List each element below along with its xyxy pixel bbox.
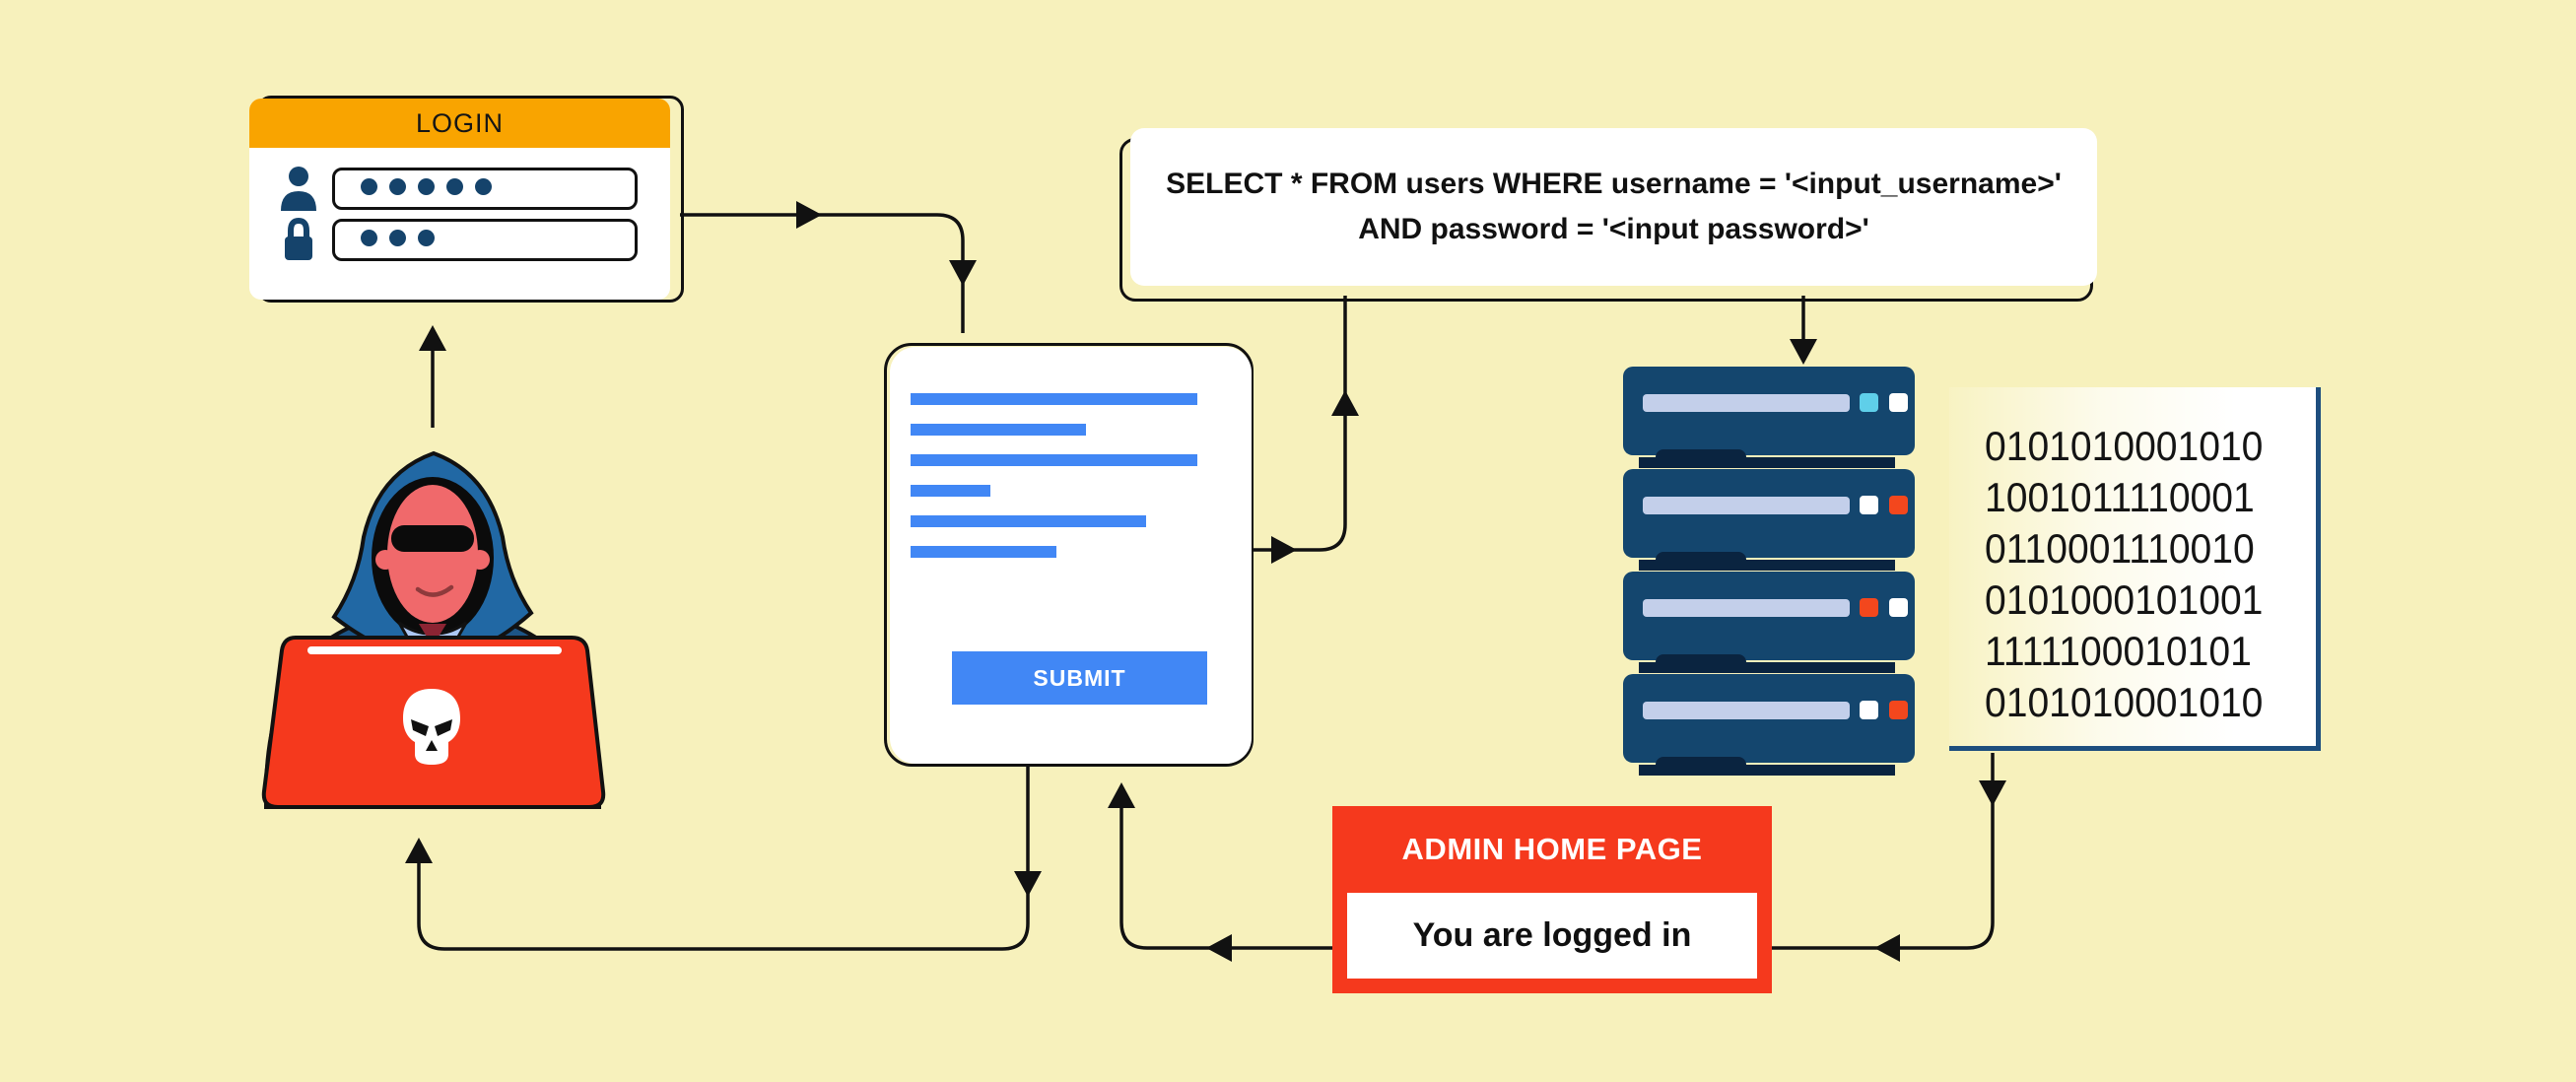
sql-query-line2: AND password = '<input password>'	[1358, 213, 1869, 245]
submit-form-card: SUBMIT	[890, 347, 1252, 764]
admin-page-title: ADMIN HOME PAGE	[1401, 832, 1703, 866]
hacker-illustration	[261, 450, 606, 809]
form-text-line	[911, 515, 1146, 527]
server-unit-body	[1623, 572, 1915, 660]
server-unit-shadow	[1639, 662, 1895, 673]
server-drive-slot	[1643, 702, 1850, 719]
server-unit	[1621, 674, 1917, 777]
server-unit	[1621, 469, 1917, 572]
server-status-light-white	[1889, 393, 1908, 412]
server-status-light-white	[1860, 701, 1878, 719]
binary-row: 0101000101001	[1985, 576, 2264, 623]
input-dot	[475, 177, 492, 195]
login-card: LOGIN	[249, 99, 670, 300]
laptop-highlight	[307, 646, 562, 654]
sunglasses	[391, 525, 474, 552]
server-unit	[1621, 367, 1917, 469]
arrowheads	[405, 201, 2006, 962]
hacker-smirk	[415, 584, 454, 597]
password-dots	[361, 229, 446, 251]
input-dot	[361, 229, 377, 246]
form-text-line	[911, 424, 1086, 436]
input-dot	[389, 177, 406, 195]
input-dot	[389, 229, 406, 246]
server-unit-body	[1623, 367, 1915, 455]
server-status-light-red	[1889, 496, 1908, 514]
input-dot	[361, 177, 377, 195]
server-unit-shadow	[1639, 457, 1895, 468]
binary-row: 0101010001010	[1985, 679, 2264, 725]
binary-row: 1111100010101	[1985, 628, 2252, 674]
sql-query-box: SELECT * FROM users WHERE username = '<i…	[1130, 128, 2097, 286]
arrow-form-to-hacker	[417, 766, 1030, 951]
server-status-light-red	[1860, 598, 1878, 617]
submit-button[interactable]: SUBMIT	[952, 651, 1207, 705]
input-dot	[418, 177, 435, 195]
server-unit	[1621, 572, 1917, 674]
server-unit-body	[1623, 674, 1915, 763]
server-unit-body	[1623, 469, 1915, 558]
password-input[interactable]	[332, 219, 638, 261]
username-dots	[361, 177, 504, 200]
username-input[interactable]	[332, 168, 638, 210]
database-server-rack	[1621, 367, 1917, 780]
server-status-light-cyan	[1860, 393, 1878, 412]
logged-in-message: You are logged in	[1347, 893, 1757, 979]
admin-home-page-box: ADMIN HOME PAGE You are logged in	[1332, 806, 1772, 993]
form-text-line	[911, 485, 991, 497]
shirt-collar	[419, 624, 446, 646]
form-placeholder-lines	[911, 393, 1197, 576]
server-drive-slot	[1643, 497, 1850, 514]
server-unit-shadow	[1639, 765, 1895, 776]
binary-row: 1001011110001	[1985, 474, 2255, 520]
form-text-line	[911, 393, 1197, 405]
lock-icon	[285, 217, 312, 260]
binary-row: 0110001110010	[1985, 525, 2255, 572]
server-status-light-red	[1889, 701, 1908, 719]
form-card-outline	[884, 343, 1254, 767]
arrow-form-to-query	[1252, 296, 1347, 552]
user-icon	[281, 167, 316, 211]
input-dot	[446, 177, 463, 195]
server-drive-slot	[1643, 394, 1850, 412]
hacker-face	[387, 485, 478, 623]
server-unit-shadow	[1639, 560, 1895, 571]
input-dot	[418, 229, 435, 246]
skull-icon	[403, 689, 460, 765]
arrow-login-to-form	[680, 213, 965, 333]
server-drive-slot	[1643, 599, 1850, 617]
server-status-light-white	[1889, 598, 1908, 617]
sql-query-line1: SELECT * FROM users WHERE username = '<i…	[1166, 168, 2062, 200]
binary-row: 0101010001010	[1985, 423, 2264, 469]
server-status-light-white	[1860, 496, 1878, 514]
form-text-line	[911, 454, 1197, 466]
login-card-title: LOGIN	[249, 99, 670, 148]
form-text-line	[911, 546, 1057, 558]
